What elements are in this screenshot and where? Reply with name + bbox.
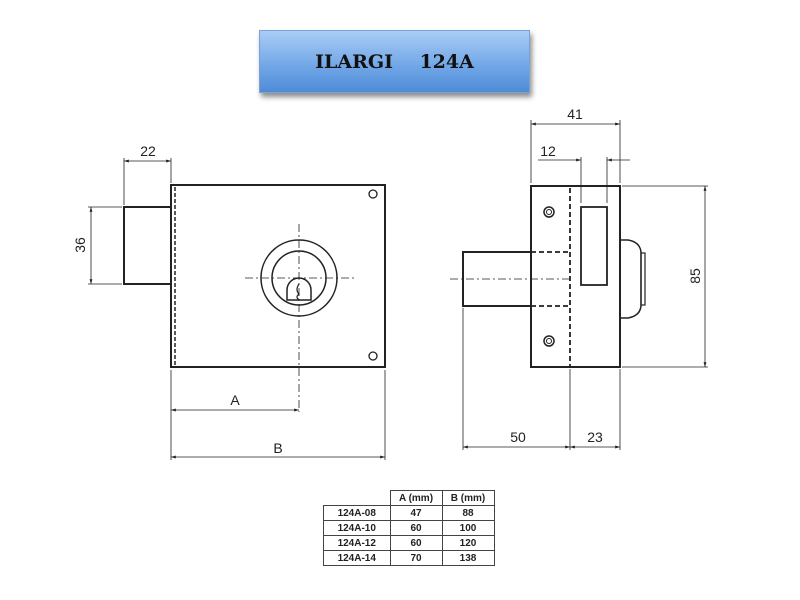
dim-a: A: [230, 392, 240, 408]
strike-slot: [580, 206, 608, 286]
table-header: A (mm)B (mm): [324, 490, 495, 506]
screw-head: [543, 206, 555, 218]
lock-body-side: [530, 185, 621, 368]
dim-41: 41: [567, 106, 583, 122]
bolt-front: [123, 206, 172, 285]
dim-b: B: [273, 440, 282, 456]
dim-23: 23: [587, 429, 603, 445]
title-banner: ILARGI 124A: [259, 30, 530, 93]
screw-head: [543, 335, 555, 347]
dim-12: 12: [540, 143, 556, 159]
screw-hole: [368, 351, 378, 361]
cylinder-knob-side: [620, 239, 642, 319]
dim-22: 22: [140, 143, 156, 159]
lock-body-front: [170, 184, 386, 368]
screw-hole: [368, 189, 378, 199]
dim-36: 36: [72, 237, 88, 253]
title-text: ILARGI 124A: [315, 50, 474, 73]
dim-50: 50: [510, 429, 526, 445]
dim-85: 85: [687, 268, 703, 284]
